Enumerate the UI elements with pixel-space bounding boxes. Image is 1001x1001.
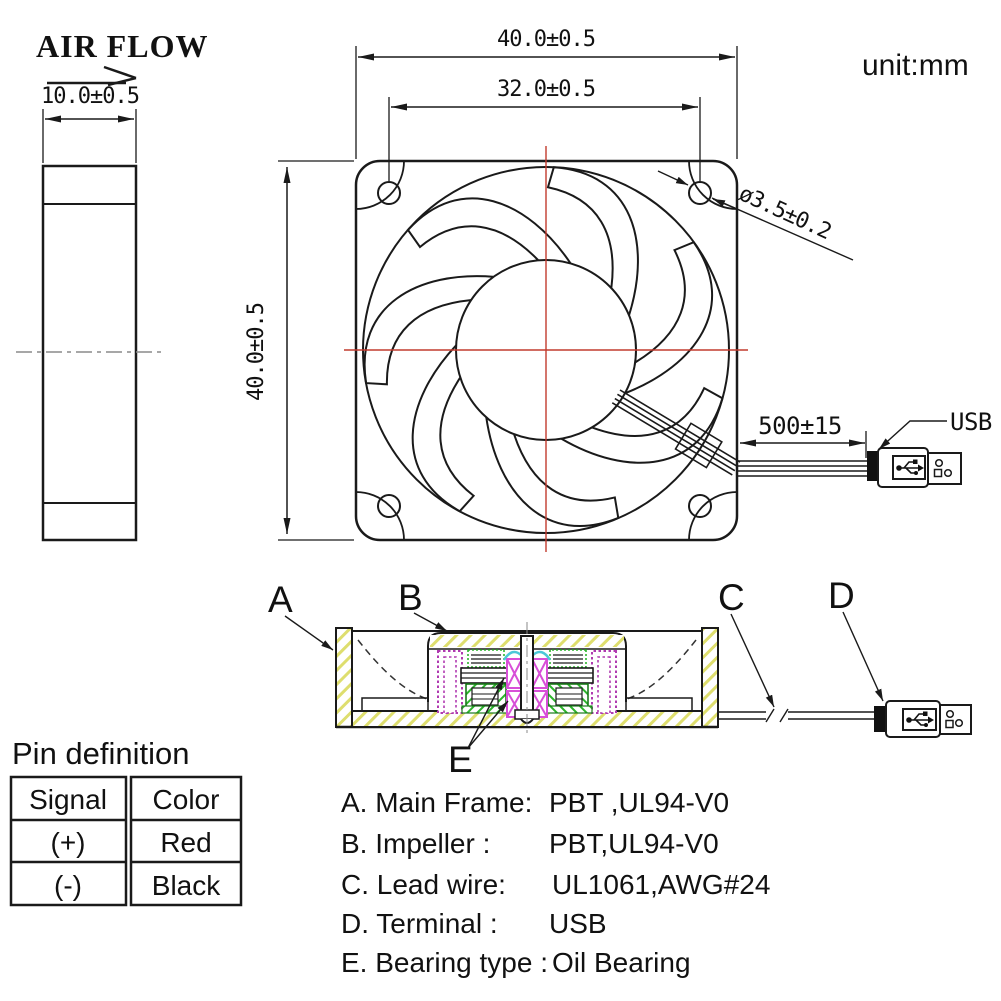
- legend-item-a-label: A. Main Frame:: [341, 787, 532, 818]
- callout-a: A: [268, 579, 293, 620]
- bearing-upper: [506, 658, 523, 689]
- dim-10-label: 10.0±0.5: [41, 84, 139, 109]
- pin-header-signal: Signal: [29, 784, 107, 815]
- frame-wall-left: [335, 627, 353, 728]
- frame-wall-right: [701, 627, 719, 728]
- mounting-hole-top-left: [377, 181, 401, 205]
- usb-trident-icon: [906, 711, 934, 727]
- section-callouts: A B C D E: [268, 575, 884, 780]
- shaft: [514, 622, 540, 735]
- fan-front-view: [340, 146, 868, 552]
- dim-40-top-label: 40.0±0.5: [497, 27, 595, 52]
- dim-hole-label: ø3.5±0.2: [735, 181, 835, 244]
- usb-callout: USB: [878, 408, 992, 450]
- oil-seal-cyan: [502, 650, 522, 661]
- legend-item-c-value: UL1061,AWG#24: [552, 869, 770, 900]
- legend-item-b-label: B. Impeller :: [341, 828, 490, 859]
- dimension-side-thickness: 10.0±0.5: [41, 84, 140, 163]
- usb-connector-section: [874, 700, 972, 738]
- fan-side-view: [16, 164, 163, 542]
- legend-item-d-value: USB: [549, 908, 607, 939]
- hole-diameter-callout: ø3.5±0.2: [657, 170, 854, 261]
- corner-web-top-right: [688, 160, 738, 210]
- dimension-cable-length: 500±15: [740, 412, 867, 458]
- dimension-frame-width: 40.0±0.5: [355, 27, 738, 159]
- materials-legend: A. Main Frame: PBT ,UL94-V0 B. Impeller …: [341, 787, 770, 978]
- usb-trident-icon: [896, 459, 924, 475]
- pin-row2-signal: (-): [54, 870, 82, 901]
- callout-c: C: [718, 577, 745, 618]
- unit-label: unit:mm: [862, 49, 969, 82]
- pin-header-color: Color: [153, 784, 220, 815]
- legend-item-a-value: PBT ,UL94-V0: [549, 787, 729, 818]
- pin-row1-signal: (+): [51, 827, 86, 858]
- lead-wire-front: [611, 389, 868, 477]
- corner-web-top-left: [355, 160, 405, 210]
- pin-row2-color: Black: [152, 870, 221, 901]
- blade-section-right: [626, 639, 697, 700]
- legend-item-b-value: PBT,UL94-V0: [549, 828, 719, 859]
- callout-d: D: [828, 575, 855, 616]
- dim-500-label: 500±15: [758, 412, 842, 440]
- legend-item-c-label: C. Lead wire:: [341, 869, 506, 900]
- dim-32-label: 32.0±0.5: [497, 77, 595, 102]
- dimension-frame-height: 40.0±0.5: [244, 160, 354, 541]
- corner-web-bottom-left: [355, 491, 405, 541]
- dim-40-left-label: 40.0±0.5: [244, 303, 269, 401]
- callout-b: B: [398, 577, 423, 618]
- motor-stack-left: [437, 649, 523, 718]
- pin-row1-color: Red: [160, 827, 211, 858]
- air-flow-arrow-icon: [47, 65, 137, 87]
- blade-section-left: [357, 639, 428, 700]
- lead-wire-section: [718, 708, 874, 723]
- air-flow-label: AIR FLOW: [36, 28, 208, 64]
- dimension-hole-spacing: 32.0±0.5: [388, 77, 701, 181]
- cross-section-view: [335, 622, 972, 738]
- air-flow-block: AIR FLOW: [36, 28, 208, 87]
- corner-web-bottom-right: [688, 491, 738, 541]
- cable-ferrule: [867, 451, 878, 481]
- mounting-hole-top-right: [688, 181, 712, 205]
- pin-definition-title: Pin definition: [12, 736, 190, 771]
- usb-label: USB: [950, 408, 992, 436]
- usb-connector-front: [867, 447, 962, 488]
- legend-item-e-label: E. Bearing type :: [341, 947, 548, 978]
- mounting-hole-bottom-left: [377, 494, 401, 518]
- pin-definition-table: Pin definition Signal Color (+) Red (-) …: [9, 736, 243, 907]
- legend-item-d-label: D. Terminal :: [341, 908, 498, 939]
- mounting-hole-bottom-right: [688, 494, 712, 518]
- legend-item-e-value: Oil Bearing: [552, 947, 691, 978]
